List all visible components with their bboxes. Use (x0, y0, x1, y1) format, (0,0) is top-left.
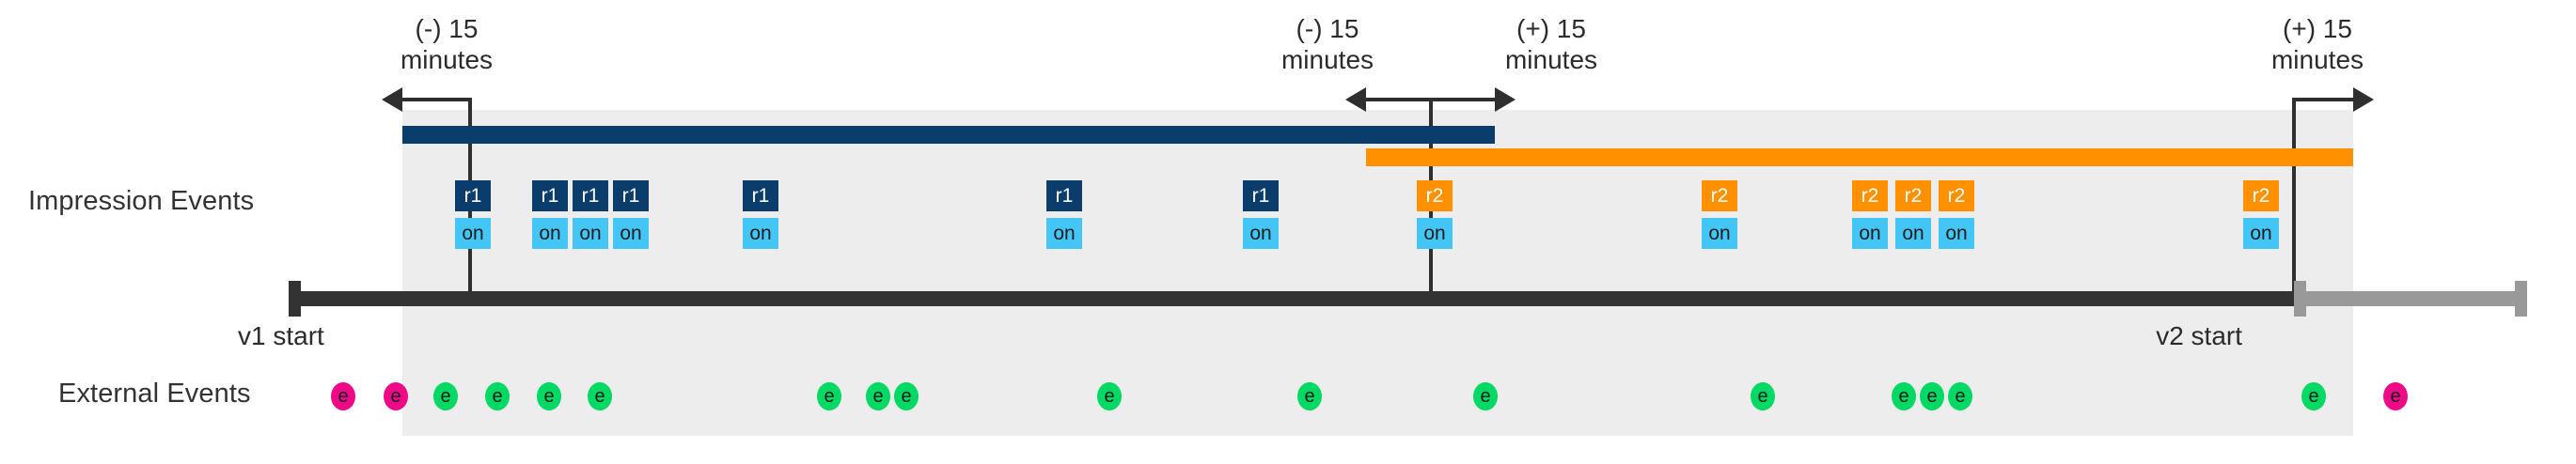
external-events-row-label: External Events (58, 379, 251, 409)
external-event-dot-in[interactable]: e (537, 382, 561, 410)
external-event-dot-in[interactable]: e (817, 382, 841, 410)
axis-label-v2-start: v2 start (2156, 321, 2242, 350)
impression-badge-r2[interactable]: r2 (1417, 180, 1453, 211)
axis-cap-v2-start (2294, 281, 2306, 317)
impression-badge-on[interactable]: on (1852, 218, 1888, 249)
axis-label-v1-start: v1 start (238, 321, 324, 350)
external-event-dot-in[interactable]: e (485, 382, 510, 410)
impression-badge-on[interactable]: on (1417, 218, 1453, 249)
callout-label-c3: (+) 15 minutes (1504, 14, 1598, 74)
axis-cap-v1-start (289, 281, 301, 317)
external-event-dot-in[interactable]: e (1473, 382, 1498, 410)
impression-badge-r2[interactable]: r2 (1702, 180, 1737, 211)
callout-c4-arrow-arrowhead (2353, 87, 2374, 112)
impression-events-row-label: Impression Events (28, 186, 255, 216)
callout-label-c4: (+) 15 minutes (2270, 14, 2364, 74)
impression-badge-r1[interactable]: r1 (1243, 180, 1279, 211)
callout-c2-arrow-arrowhead (1345, 87, 1366, 112)
axis-segment-v1-active (289, 291, 2294, 306)
impression-badge-r1[interactable]: r1 (455, 180, 491, 211)
impression-badge-on[interactable]: on (1702, 218, 1737, 249)
impression-badge-on[interactable]: on (1939, 218, 1974, 249)
impression-badge-r1[interactable]: r1 (573, 180, 608, 211)
impression-badge-r2[interactable]: r2 (1895, 180, 1931, 211)
impression-badge-r2[interactable]: r2 (1852, 180, 1888, 211)
impression-badge-on[interactable]: on (613, 218, 649, 249)
callout-c1-arrow-shaft (402, 98, 470, 101)
callout-c2-arrow-shaft (1366, 98, 1431, 101)
external-event-dot-out[interactable]: e (2383, 382, 2408, 410)
external-event-dot-in[interactable]: e (1948, 382, 1972, 410)
axis-cap-end (2515, 281, 2527, 317)
version-bar-v2 (1366, 148, 2353, 166)
external-event-dot-in[interactable]: e (2301, 382, 2326, 410)
callout-c3-arrow-arrowhead (1495, 87, 1516, 112)
callout-c4-arrow-shaft (2294, 98, 2353, 101)
impression-badge-on[interactable]: on (1243, 218, 1279, 249)
impression-badge-on[interactable]: on (1895, 218, 1931, 249)
version-bar-v1 (402, 126, 1495, 144)
impression-badge-r1[interactable]: r1 (532, 180, 568, 211)
callout-c1-arrow-arrowhead (382, 87, 402, 112)
external-event-dot-in[interactable]: e (1751, 382, 1775, 410)
impression-badge-on[interactable]: on (1046, 218, 1082, 249)
callout-label-c1: (-) 15 minutes (400, 14, 494, 74)
external-event-dot-in[interactable]: e (1097, 382, 1122, 410)
callout-c3-arrow-shaft (1431, 98, 1495, 101)
impression-badge-on[interactable]: on (743, 218, 778, 249)
impression-badge-r2[interactable]: r2 (2243, 180, 2279, 211)
external-event-dot-in[interactable]: e (1297, 382, 1322, 410)
impression-badge-on[interactable]: on (2243, 218, 2279, 249)
impression-badge-on[interactable]: on (455, 218, 491, 249)
external-event-dot-in[interactable]: e (588, 382, 612, 410)
external-event-dot-out[interactable]: e (331, 382, 355, 410)
impression-badge-on[interactable]: on (573, 218, 608, 249)
external-event-dot-in[interactable]: e (866, 382, 890, 410)
impression-badge-r1[interactable]: r1 (1046, 180, 1082, 211)
external-event-dot-in[interactable]: e (1920, 382, 1944, 410)
impression-badge-r1[interactable]: r1 (613, 180, 649, 211)
callout-label-c2: (-) 15 minutes (1280, 14, 1374, 74)
external-event-dot-in[interactable]: e (894, 382, 919, 410)
impression-badge-r2[interactable]: r2 (1939, 180, 1974, 211)
axis-segment-v2-inactive (2294, 291, 2527, 306)
impression-badge-on[interactable]: on (532, 218, 568, 249)
external-event-dot-in[interactable]: e (1892, 382, 1916, 410)
leader-line-l3 (2292, 98, 2296, 297)
external-event-dot-out[interactable]: e (384, 382, 408, 410)
impression-badge-r1[interactable]: r1 (743, 180, 778, 211)
external-event-dot-in[interactable]: e (433, 382, 458, 410)
